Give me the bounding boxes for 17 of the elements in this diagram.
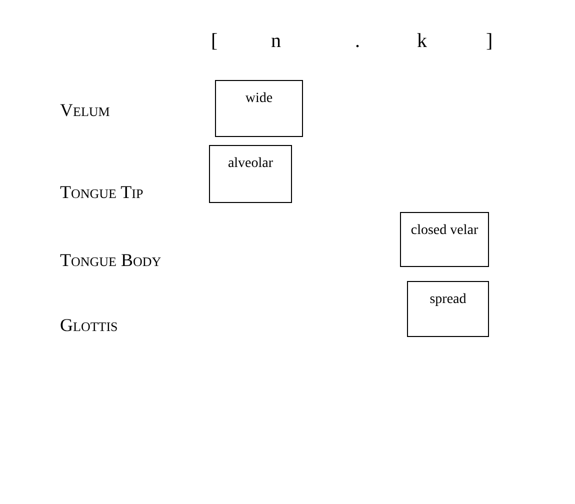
gesture-label: closed velar	[410, 223, 478, 239]
gesture-box	[209, 145, 292, 203]
gesture-box	[400, 212, 489, 267]
phone-symbol: k	[417, 31, 427, 51]
gesture-label: spread	[430, 292, 466, 308]
gesture-box	[215, 80, 303, 137]
tier-label: Tongue Body	[60, 251, 162, 269]
transcription-bracket: [	[211, 31, 218, 51]
gesture-box	[407, 281, 489, 337]
gesture-label: wide	[245, 91, 273, 107]
gesture-label: alveolar	[228, 156, 274, 172]
transcription-bracket: ]	[486, 31, 493, 51]
syllable-boundary: .	[355, 31, 360, 51]
tier-label: Velum	[60, 101, 110, 119]
phone-symbol: n	[271, 31, 281, 51]
tier-label: Tongue Tip	[60, 183, 144, 201]
tier-label: Glottis	[60, 316, 118, 334]
